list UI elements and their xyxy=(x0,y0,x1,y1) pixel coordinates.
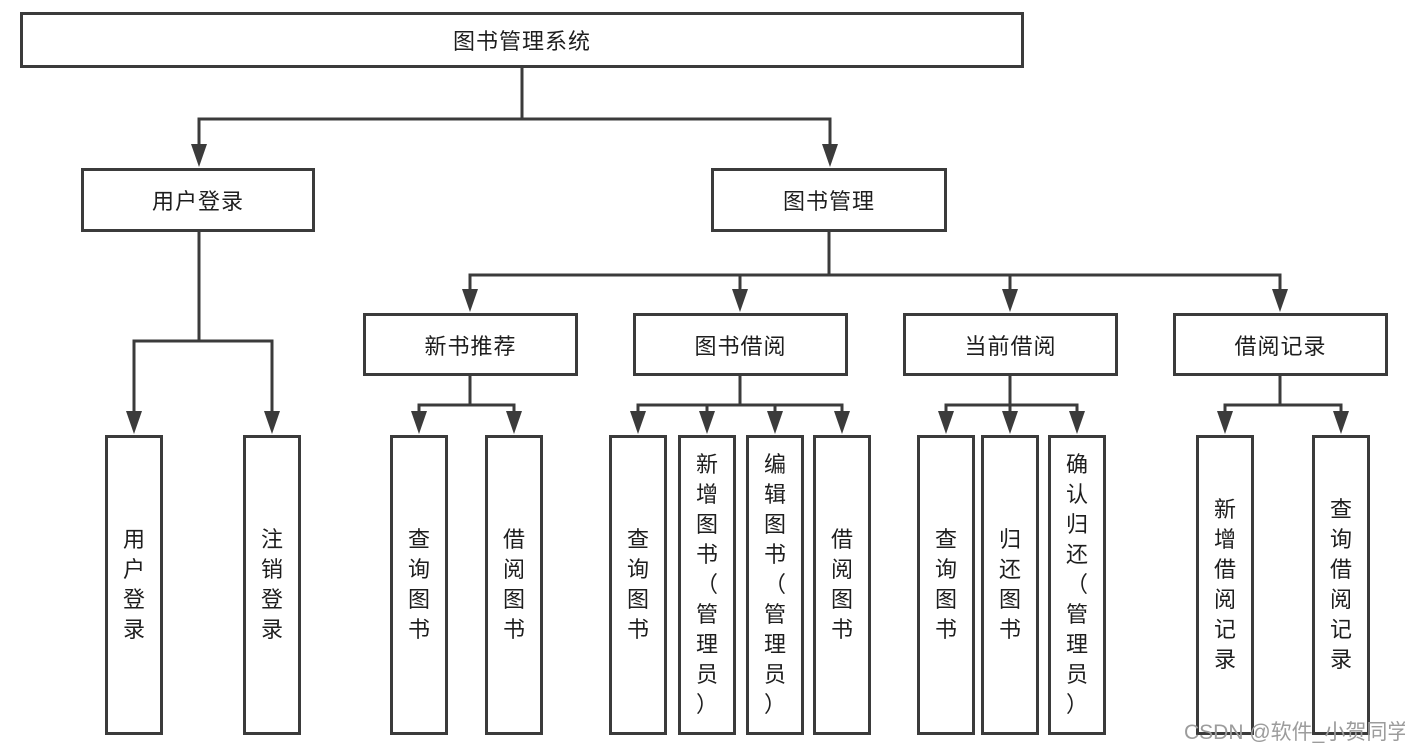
leaf-add-borrow-record: 新 增 借 阅 记 录 xyxy=(1196,435,1254,735)
node-label: 用户登录 xyxy=(151,189,244,214)
node-label: 当前借阅 xyxy=(964,333,1057,359)
leaf-label: 注 销 登 录 xyxy=(260,527,283,642)
node-label: 新书推荐 xyxy=(424,333,517,359)
leaf-borrow-books: 借 阅 图 书 xyxy=(813,435,871,735)
leaf-return-books: 归 还 图 书 xyxy=(981,435,1039,735)
leaf-query-books-current: 查 询 图 书 xyxy=(917,435,975,735)
leaf-label: 借 阅 图 书 xyxy=(830,527,853,642)
leaf-label: 查 询 借 阅 记 录 xyxy=(1329,497,1352,672)
node-library-management-system: 图书管理系统 xyxy=(20,12,1024,68)
leaf-add-books-admin: 新 增 图 书 （ 管 理 员 ） xyxy=(678,435,736,735)
node-label: 图书管理 xyxy=(782,189,875,214)
leaf-label: 查 询 图 书 xyxy=(934,527,957,642)
leaf-label: 新 增 图 书 （ 管 理 员 ） xyxy=(695,452,718,717)
leaf-logout: 注 销 登 录 xyxy=(243,435,301,735)
node-borrowing-records: 借阅记录 xyxy=(1173,313,1388,376)
leaf-user-login: 用 户 登 录 xyxy=(105,435,163,735)
node-label: 借阅记录 xyxy=(1234,333,1327,359)
leaf-label: 查 询 图 书 xyxy=(407,527,430,642)
node-current-borrowing: 当前借阅 xyxy=(903,313,1118,376)
leaf-label: 借 阅 图 书 xyxy=(502,527,525,642)
node-book-management: 图书管理 xyxy=(711,168,947,232)
leaf-label: 确 认 归 还 （ 管 理 员 ） xyxy=(1065,452,1088,717)
node-label: 图书借阅 xyxy=(694,333,787,359)
leaf-label: 新 增 借 阅 记 录 xyxy=(1213,497,1236,672)
node-new-book-recommendation: 新书推荐 xyxy=(363,313,578,376)
leaf-label: 归 还 图 书 xyxy=(998,527,1021,642)
leaf-query-borrow-record: 查 询 借 阅 记 录 xyxy=(1312,435,1370,735)
leaf-borrow-books-recommend: 借 阅 图 书 xyxy=(485,435,543,735)
node-user-login: 用户登录 xyxy=(81,168,315,232)
leaf-edit-books-admin: 编 辑 图 书 （ 管 理 员 ） xyxy=(746,435,804,735)
leaf-query-books-recommend: 查 询 图 书 xyxy=(390,435,448,735)
leaf-label: 用 户 登 录 xyxy=(122,527,145,642)
leaf-label: 编 辑 图 书 （ 管 理 员 ） xyxy=(763,452,786,717)
leaf-label: 查 询 图 书 xyxy=(626,527,649,642)
leaf-query-books-borrowing: 查 询 图 书 xyxy=(609,435,667,735)
csdn-watermark: CSDN @软件_小贺同学 xyxy=(1184,721,1405,744)
node-label: 图书管理系统 xyxy=(452,29,591,54)
node-book-borrowing: 图书借阅 xyxy=(633,313,848,376)
leaf-confirm-return-admin: 确 认 归 还 （ 管 理 员 ） xyxy=(1048,435,1106,735)
